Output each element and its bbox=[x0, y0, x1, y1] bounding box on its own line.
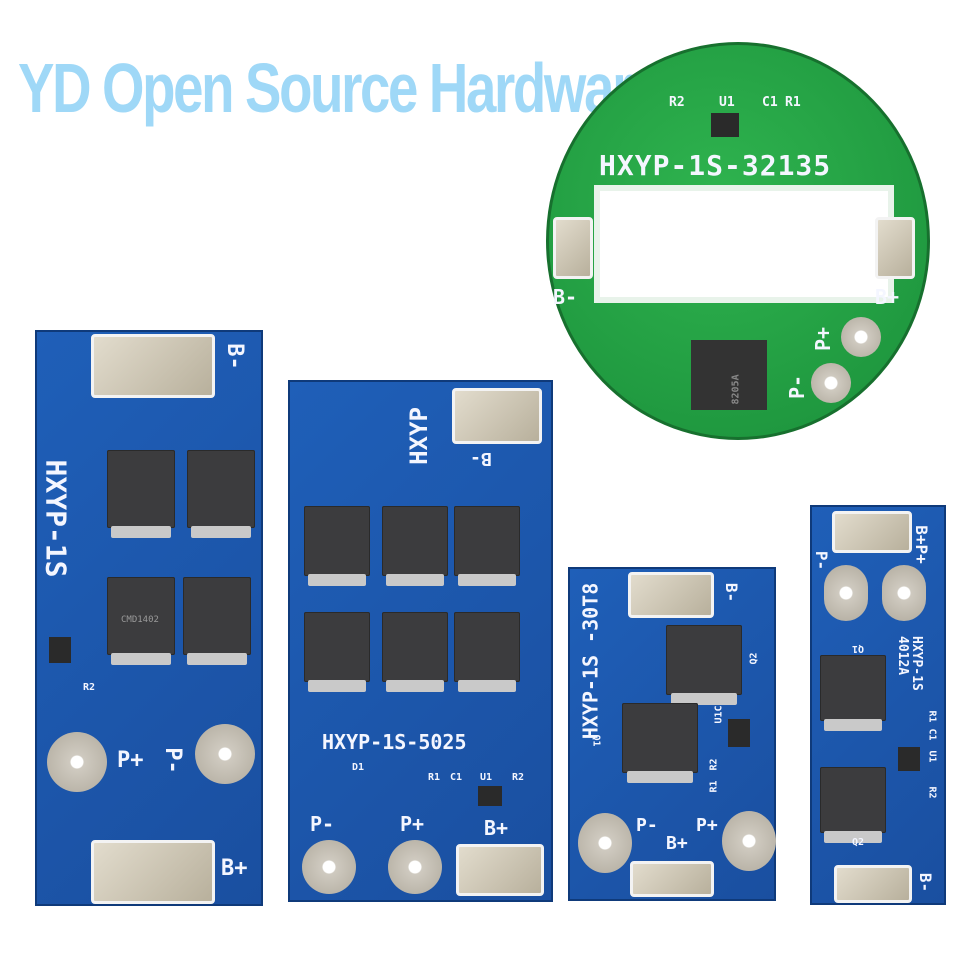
b3-u1: U1C bbox=[713, 705, 725, 724]
b4-bplus-pplus: B+P+ bbox=[911, 525, 931, 564]
mosfet bbox=[382, 506, 448, 586]
mosfet bbox=[107, 450, 175, 538]
mosfet bbox=[304, 612, 370, 692]
b4-r1: R1 bbox=[926, 710, 938, 723]
round-board-bminus: B- bbox=[553, 285, 578, 309]
b1-bplus: B+ bbox=[221, 856, 248, 881]
mosfet-q2 bbox=[820, 767, 886, 843]
b2-r2: R2 bbox=[512, 772, 525, 783]
b2-model: HXYP-1S-5025 bbox=[322, 730, 467, 754]
b4-r2: R2 bbox=[926, 786, 938, 799]
p-plus-hole bbox=[722, 811, 776, 871]
b-plus-pad bbox=[832, 511, 912, 553]
b1-bminus: B- bbox=[221, 343, 247, 370]
b2-pplus: P+ bbox=[400, 812, 425, 836]
b4-pminus: P- bbox=[812, 550, 832, 571]
mosfet-part-number: CMD1402 bbox=[121, 615, 159, 625]
mosfet-q1 bbox=[820, 655, 886, 731]
p-minus-hole bbox=[811, 363, 851, 403]
pcb-board-hxyp-1s-4012a: B+P+ P- HXYP-1S 4012A Q1 Q2 R1 C1 U1 R2 … bbox=[810, 505, 946, 905]
b-minus-pad bbox=[628, 572, 714, 618]
b4-q2: Q2 bbox=[852, 837, 865, 848]
b2-bminus: B- bbox=[470, 448, 492, 469]
b3-pplus: P+ bbox=[696, 815, 718, 836]
b3-q2: Q2 bbox=[748, 652, 760, 665]
mosfet-chip-8205a: 8205A bbox=[691, 340, 767, 410]
pcb-board-hxyp-1s-30t8: HXYP-1S -30T8 B- Q2 Q1 U1C R2 R1 P- B+ P… bbox=[568, 567, 776, 901]
round-board-u1: U1 bbox=[719, 95, 735, 110]
b3-model: HXYP-1S -30T8 bbox=[578, 582, 603, 740]
b3-pminus: P- bbox=[636, 815, 658, 836]
b-plus-pad bbox=[875, 217, 915, 279]
b3-q1: Q1 bbox=[590, 734, 602, 747]
pcb-board-hxyp-1s: B- HXYP-1S CMD1402 R2 P+ P- B+ bbox=[35, 330, 263, 906]
mosfet bbox=[382, 612, 448, 692]
mosfet bbox=[454, 506, 520, 586]
ic-chip bbox=[478, 786, 502, 806]
round-board-bplus: B+ bbox=[875, 285, 900, 309]
b3-bplus: B+ bbox=[666, 833, 688, 854]
round-board-pplus: P+ bbox=[811, 326, 836, 352]
pcb-board-hxyp-1s-5025: HXYP B- HXYP-1S-5025 D1 R1 C1 U1 R2 P- P… bbox=[288, 380, 553, 902]
b-plus-pad bbox=[91, 840, 215, 904]
p-minus-hole bbox=[195, 724, 255, 784]
ic-chip bbox=[728, 719, 750, 747]
round-board-model: HXYP-1S-32135 bbox=[599, 149, 832, 182]
b1-pminus: P- bbox=[159, 747, 185, 774]
b4-c1: C1 bbox=[926, 728, 938, 741]
b1-r2: R2 bbox=[83, 682, 96, 693]
round-board-r1: R1 bbox=[785, 95, 801, 110]
mosfet-q1 bbox=[622, 703, 698, 783]
b3-r2: R2 bbox=[708, 758, 720, 771]
b2-pminus: P- bbox=[310, 812, 335, 836]
mosfet bbox=[187, 450, 255, 538]
b3-bminus: B- bbox=[722, 582, 742, 603]
b2-u1: U1 bbox=[480, 772, 493, 783]
battery-window-cutout bbox=[594, 185, 894, 303]
b-minus-pad bbox=[452, 388, 542, 444]
mosfet-q2 bbox=[666, 625, 742, 705]
p-minus-hole bbox=[824, 565, 868, 621]
b3-r1: R1 bbox=[708, 780, 720, 793]
mosfet: CMD1402 bbox=[107, 577, 175, 665]
b2-r1: R1 bbox=[428, 772, 441, 783]
p-plus-hole bbox=[841, 317, 881, 357]
brand-logo: YD Open Source Hardware bbox=[18, 49, 661, 127]
b2-bplus: B+ bbox=[484, 816, 509, 840]
b-minus-pad bbox=[834, 865, 912, 903]
ic-chip bbox=[49, 637, 71, 663]
b2-d1: D1 bbox=[352, 762, 365, 773]
b1-model: HXYP-1S bbox=[39, 459, 73, 578]
p-plus-hole bbox=[47, 732, 107, 792]
p-plus-hole bbox=[388, 840, 442, 894]
b-plus-pad bbox=[630, 861, 714, 897]
ic-chip bbox=[898, 747, 920, 771]
b-plus-pad bbox=[456, 844, 544, 896]
round-pcb-board: R2 U1 C1 R1 HXYP-1S-32135 B- B+ 8205A P+… bbox=[546, 42, 930, 440]
p-minus-hole bbox=[578, 813, 632, 873]
mosfet bbox=[454, 612, 520, 692]
b4-q1: Q1 bbox=[852, 643, 865, 654]
b2-short-model: HXYP bbox=[404, 407, 433, 465]
ic-chip bbox=[711, 113, 739, 137]
p-plus-hole bbox=[882, 565, 926, 621]
round-board-pminus: P- bbox=[785, 374, 810, 400]
round-board-r2: R2 bbox=[669, 95, 685, 110]
p-minus-hole bbox=[302, 840, 356, 894]
b-minus-pad bbox=[91, 334, 215, 398]
mosfet bbox=[183, 577, 251, 665]
round-board-c1: C1 bbox=[762, 95, 778, 110]
b4-model: HXYP-1S 4012A bbox=[895, 636, 924, 691]
b2-c1: C1 bbox=[450, 772, 463, 783]
mosfet bbox=[304, 506, 370, 586]
b1-pplus: P+ bbox=[117, 748, 144, 773]
b4-bminus: B- bbox=[916, 872, 936, 893]
b-minus-pad bbox=[553, 217, 593, 279]
b4-u1: U1 bbox=[926, 750, 938, 763]
